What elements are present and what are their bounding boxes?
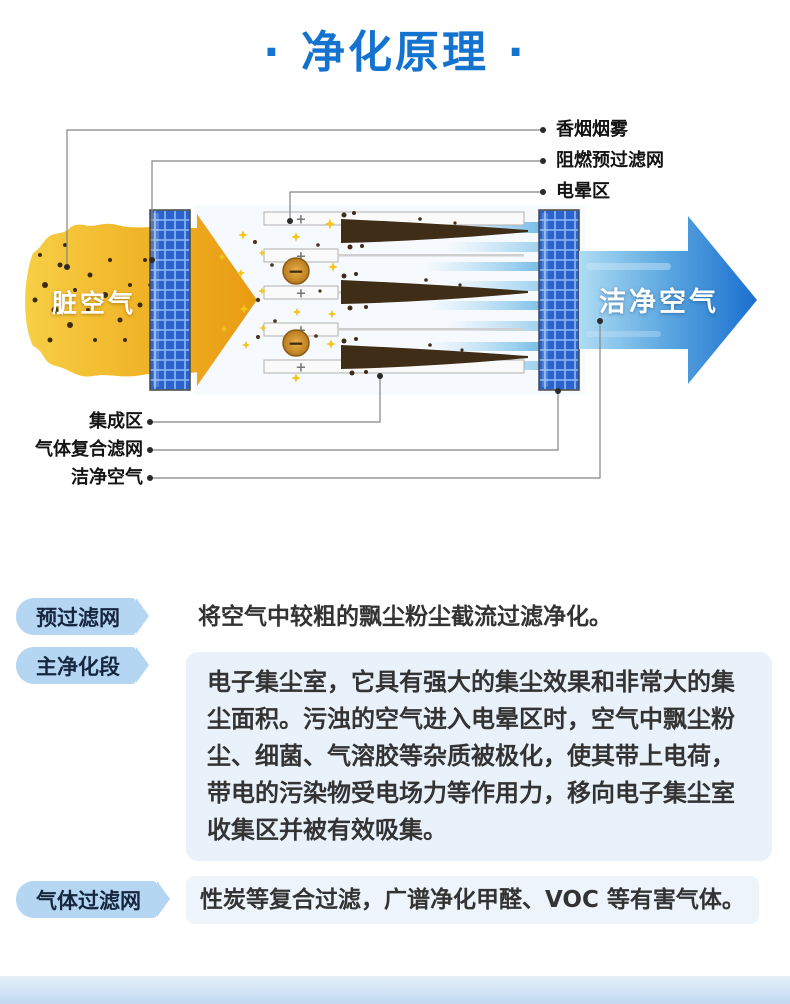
gas-filter-description: 性炭等复合过滤，广谱净化甲醛、VOC 等有害气体。 [186,876,759,924]
plus-sign: + [296,250,307,265]
callout-corona-zone: 电晕区 [556,181,610,202]
footer-band [0,976,790,1004]
corona-particles [253,240,322,339]
pre-filter-panel [149,209,191,391]
callout-dots [64,127,603,481]
dirty-air-arrow [25,214,257,386]
plus-sign: + [296,287,307,302]
clean-air-arrow [579,216,757,384]
dirty-air-label: 脏空气 [52,289,137,318]
minus-sign: − [288,331,305,355]
prefilter-description: 将空气中较粗的飘尘粉尘截流过滤净化。 [198,604,612,630]
main-purification-description: 电子集尘室，它具有强大的集尘效果和非常大的集尘面积。污浊的空气进入电晕区时，空气… [186,652,772,861]
negative-electrode [282,329,310,357]
gas-filter-panel [538,209,580,391]
tag-gas-filter: 气体过滤网 [16,881,170,918]
plus-sign: + [296,213,307,228]
page-title: · 净化原理 · [262,27,528,78]
tag-prefilter: 预过滤网 [16,598,149,635]
tag-main-purification: 主净化段 [16,647,149,684]
callout-cigarette-smoke: 香烟烟雾 [556,119,628,140]
diagram-canvas: + + + + + [25,127,757,481]
clean-air-label: 洁净空气 [599,287,719,318]
callout-lines [66,129,601,479]
callout-clean-air: 洁净空气 [71,467,143,488]
minus-sign: − [288,259,305,283]
negative-electrode [282,257,310,285]
corona-electrodes: − − [218,218,338,383]
callout-flame-retardant-prefilter: 阻燃预过滤网 [556,150,664,171]
dust-streams [341,211,528,376]
purifier-flow-diagram: + + + + + [0,95,790,530]
callout-gas-composite-filter: 气体复合滤网 [35,439,143,460]
plus-sign: + [296,361,307,376]
callout-collection-zone: 集成区 [89,411,143,432]
